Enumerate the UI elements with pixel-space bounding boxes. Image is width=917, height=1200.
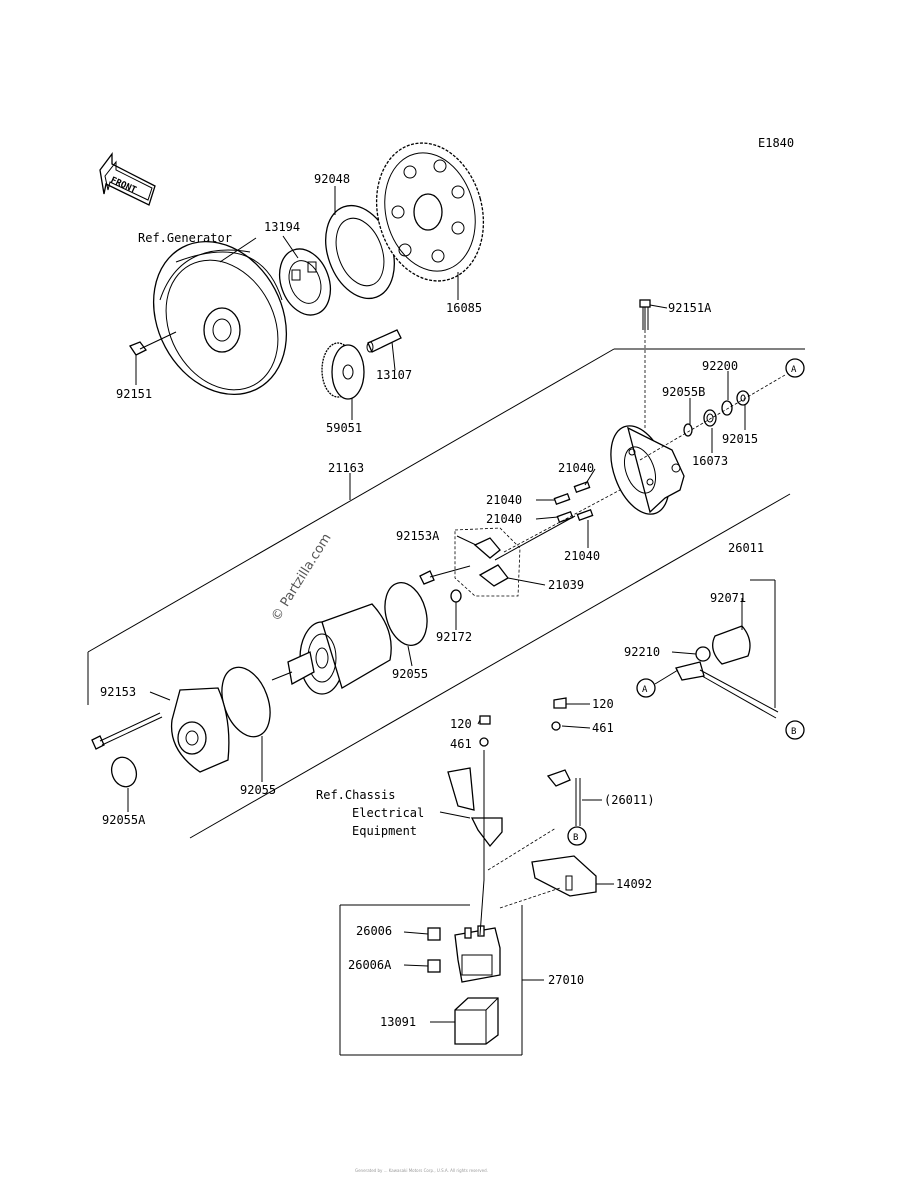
svg-text:A: A	[791, 365, 797, 375]
chassis-bracket	[447, 715, 503, 936]
callout-16073: 16073	[692, 454, 728, 468]
cable-26011-lower	[546, 697, 581, 826]
bolt-92151A	[639, 299, 651, 430]
callout-21040-d: 21040	[564, 549, 600, 563]
bolt-92153A	[419, 565, 471, 585]
end-cover	[610, 425, 685, 515]
generator-rotor	[152, 240, 288, 396]
callout-21039: 21039	[548, 578, 584, 592]
watermark: © Partzilla.com	[269, 531, 335, 624]
diagram-code: E1840	[758, 136, 794, 150]
fuse-26006	[427, 927, 441, 941]
starter-gear-16085	[375, 142, 485, 282]
nut-92015	[736, 390, 750, 406]
starter-relay-27010	[454, 925, 501, 983]
cable-26011	[675, 661, 779, 719]
screw-92172	[450, 589, 462, 603]
starter-motor-group-outline	[87, 348, 805, 839]
boot-92071	[712, 625, 751, 665]
callout-461-a: 461	[450, 737, 472, 751]
front-arrow-icon: FRONT	[99, 152, 156, 206]
one-way-clutch	[278, 248, 332, 316]
callout-92210: 92210	[624, 645, 660, 659]
callout-ref-chassis-3: Equipment	[352, 824, 417, 838]
callout-ref-chassis-1: Ref.Chassis	[316, 788, 395, 802]
callout-92055A: 92055A	[102, 813, 146, 827]
svg-text:A: A	[642, 685, 648, 695]
fuse-26006A	[427, 959, 441, 973]
shaft-13107	[366, 329, 402, 353]
callout-26011: 26011	[728, 541, 764, 555]
callout-labels: 92048 13194 Ref.Generator 16085 92151A 9…	[100, 172, 764, 1029]
o-ring-92055A	[110, 756, 138, 788]
svg-text:B: B	[573, 833, 578, 843]
connector-a-bottom: A	[636, 669, 679, 698]
callout-92055B: 92055B	[662, 385, 705, 399]
callout-13107: 13107	[376, 368, 412, 382]
connector-b-bottom: B	[567, 826, 587, 846]
connector-a-top: A	[785, 358, 805, 378]
callout-92151A: 92151A	[668, 301, 712, 315]
callout-59051: 59051	[326, 421, 362, 435]
front-cover	[170, 687, 230, 773]
callout-92200: 92200	[702, 359, 738, 373]
brush-holder-21039	[454, 515, 576, 597]
callout-ref-chassis-2: Electrical	[352, 806, 424, 820]
callout-26006: 26006	[356, 924, 392, 938]
connector-b-right: B	[785, 720, 805, 740]
callout-92048: 92048	[314, 172, 350, 186]
nut-16073	[703, 409, 717, 427]
bolt-92151	[129, 331, 177, 356]
callout-120-b: 120	[592, 697, 614, 711]
footer-text: Generated by ... Kawasaki Motors Corp., …	[355, 1168, 488, 1173]
callout-21040-b: 21040	[486, 493, 522, 507]
relay-case-13091	[454, 997, 499, 1045]
callout-26006A: 26006A	[348, 958, 392, 972]
callout-92153: 92153	[100, 685, 136, 699]
svg-text:B: B	[791, 727, 796, 737]
idler-gear-59051	[321, 342, 365, 400]
callout-13194: 13194	[264, 220, 300, 234]
relay-cover-14092	[531, 855, 597, 897]
washer-92200	[721, 400, 733, 416]
callout-21040-c: 21040	[486, 512, 522, 526]
callout-26011-ref: (26011)	[604, 793, 655, 807]
callout-21163: 21163	[328, 461, 364, 475]
callout-ref-generator: Ref.Generator	[138, 231, 232, 245]
callout-92015: 92015	[722, 432, 758, 446]
callout-92151: 92151	[116, 387, 152, 401]
callout-27010: 27010	[548, 973, 584, 987]
callout-92153A: 92153A	[396, 529, 440, 543]
callout-14092: 14092	[616, 877, 652, 891]
callout-92172: 92172	[436, 630, 472, 644]
callout-461-b: 461	[592, 721, 614, 735]
callout-16085: 16085	[446, 301, 482, 315]
o-ring-92055-upper	[384, 582, 428, 646]
callout-13091: 13091	[380, 1015, 416, 1029]
callout-92055-b: 92055	[240, 783, 276, 797]
callout-92055-a: 92055	[392, 667, 428, 681]
leader-lines	[127, 186, 746, 1023]
o-ring-92055B	[683, 423, 693, 437]
nut-92210	[695, 646, 711, 662]
callout-21040-a: 21040	[558, 461, 594, 475]
yoke-21163	[271, 603, 392, 695]
callout-120-a: 120	[450, 717, 472, 731]
brush-springs-21040	[553, 480, 594, 524]
callout-92071: 92071	[710, 591, 746, 605]
bolt-92153	[91, 712, 163, 750]
